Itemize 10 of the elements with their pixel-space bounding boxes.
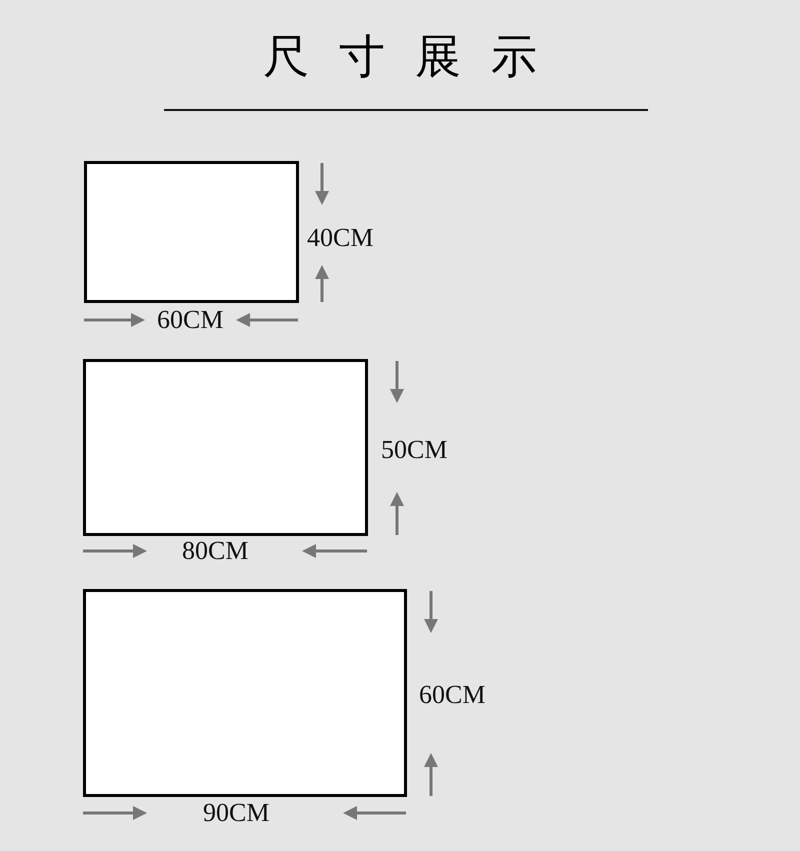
- dimension-label: 80CM: [182, 536, 248, 566]
- dimension-label: 60CM: [157, 305, 224, 335]
- title: 尺寸展示: [263, 29, 567, 83]
- dimension-label: 60CM: [419, 680, 486, 710]
- frame-box: [84, 161, 299, 303]
- dimension-label: 50CM: [381, 435, 448, 465]
- dimension-label: 90CM: [203, 798, 270, 828]
- frame-box: [83, 359, 368, 536]
- frame-box: [83, 589, 407, 797]
- dimension-label: 40CM: [307, 223, 374, 253]
